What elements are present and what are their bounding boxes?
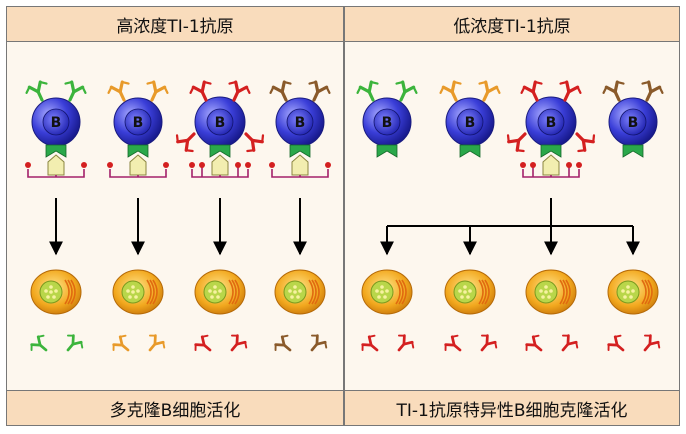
left-tlr-1 bbox=[127, 144, 149, 158]
right-b-cell-2: B bbox=[520, 96, 582, 178]
right-tlr-3 bbox=[622, 144, 644, 158]
right-b-cell-label-3: B bbox=[628, 115, 639, 131]
right-b-cell-label-2: B bbox=[546, 115, 557, 131]
left-bcr-left-2 bbox=[189, 80, 212, 102]
right-b-cell-nucleus-2 bbox=[537, 108, 565, 136]
right-bcr-left-3 bbox=[602, 80, 625, 102]
left-bcr-right-3 bbox=[308, 80, 331, 102]
left-plasma-cell-0 bbox=[30, 269, 82, 315]
right-antibody-a-3 bbox=[607, 334, 625, 352]
left-bcr-lower-left-2 bbox=[175, 132, 196, 153]
left-b-cell-label-3: B bbox=[295, 115, 306, 131]
right-bcr-right-2 bbox=[559, 80, 582, 102]
left-bcr-right-1 bbox=[146, 80, 169, 102]
right-antibody-b-1 bbox=[480, 334, 498, 352]
right-plasma-cell-0 bbox=[361, 269, 413, 315]
right-plasma-cell-3 bbox=[607, 269, 659, 315]
left-b-cell-1: B bbox=[107, 97, 169, 178]
left-bcr-right-0 bbox=[64, 80, 87, 102]
left-panel-title: 高浓度TI-1抗原 bbox=[6, 6, 344, 42]
right-bcr-right-1 bbox=[478, 80, 501, 102]
right-b-cell-label-1: B bbox=[465, 115, 476, 131]
right-tlr-1 bbox=[459, 144, 481, 158]
right-bcr-right-3 bbox=[641, 80, 664, 102]
right-bcr-left-1 bbox=[439, 80, 462, 102]
left-antibody-b-1 bbox=[148, 334, 166, 352]
left-tlr-2 bbox=[209, 144, 231, 158]
left-b-cell-3: B bbox=[269, 97, 331, 178]
left-b-cell-nucleus-3 bbox=[286, 108, 314, 136]
left-bcr-right-2 bbox=[228, 80, 251, 102]
left-b-cell-nucleus-2 bbox=[206, 108, 234, 136]
left-antibody-b-2 bbox=[230, 334, 248, 352]
right-b-cell-0: B bbox=[362, 97, 412, 158]
right-panel-title: 低浓度TI-1抗原 bbox=[344, 6, 680, 42]
right-antibody-b-0 bbox=[397, 334, 415, 352]
right-bcr-lower-right-2 bbox=[575, 132, 596, 153]
right-plasma-cell-1 bbox=[444, 269, 496, 315]
left-mitogen-1 bbox=[129, 154, 147, 176]
right-antibody-b-2 bbox=[561, 334, 579, 352]
left-tlr-0 bbox=[45, 144, 67, 158]
left-antibody-b-0 bbox=[66, 334, 84, 352]
left-panel-caption: 多克隆B细胞活化 bbox=[6, 390, 344, 426]
left-b-cell-label-0: B bbox=[51, 115, 62, 131]
right-bcr-left-0 bbox=[356, 80, 379, 102]
left-antibody-a-3 bbox=[274, 334, 292, 352]
right-b-cell-nucleus-0 bbox=[373, 108, 401, 136]
left-plasma-cell-1 bbox=[112, 269, 164, 315]
left-antibody-b-3 bbox=[310, 334, 328, 352]
left-plasma-cell-2 bbox=[194, 269, 246, 315]
right-b-cell-nucleus-3 bbox=[619, 108, 647, 136]
left-b-cell-2: B bbox=[189, 96, 251, 178]
left-b-cell-label-1: B bbox=[133, 115, 144, 131]
right-b-cell-3: B bbox=[608, 97, 658, 158]
right-antibody-a-1 bbox=[444, 334, 462, 352]
right-tlr-0 bbox=[376, 144, 398, 158]
left-b-cell-nucleus-1 bbox=[124, 108, 152, 136]
right-b-cell-label-0: B bbox=[382, 115, 393, 131]
left-mitogen-2 bbox=[211, 154, 229, 176]
right-antibody-a-2 bbox=[525, 334, 543, 352]
left-b-cell-0: B bbox=[25, 97, 87, 178]
left-b-cell-nucleus-0 bbox=[42, 108, 70, 136]
left-bcr-lower-right-2 bbox=[244, 132, 265, 153]
right-tlr-2 bbox=[540, 144, 562, 158]
left-plasma-cell-3 bbox=[274, 269, 326, 315]
left-bcr-left-1 bbox=[107, 80, 130, 102]
right-bcr-right-0 bbox=[395, 80, 418, 102]
left-mitogen-0 bbox=[47, 154, 65, 176]
left-mitogen-3 bbox=[291, 154, 309, 176]
right-antibody-b-3 bbox=[643, 334, 661, 352]
right-bcr-lower-left-2 bbox=[506, 132, 527, 153]
left-bcr-left-3 bbox=[269, 80, 292, 102]
right-mitogen-2 bbox=[542, 154, 560, 176]
right-bcr-left-2 bbox=[520, 80, 543, 102]
left-tlr-3 bbox=[289, 144, 311, 158]
left-b-cell-label-2: B bbox=[215, 115, 226, 131]
right-antibody-a-0 bbox=[361, 334, 379, 352]
right-panel-caption: TI-1抗原特异性B细胞克隆活化 bbox=[344, 390, 680, 426]
left-antibody-a-2 bbox=[194, 334, 212, 352]
right-plasma-cell-2 bbox=[525, 269, 577, 315]
left-antibody-a-0 bbox=[30, 334, 48, 352]
right-b-cell-nucleus-1 bbox=[456, 108, 484, 136]
left-antibody-a-1 bbox=[112, 334, 130, 352]
left-bcr-left-0 bbox=[25, 80, 48, 102]
right-b-cell-1: B bbox=[445, 97, 495, 158]
